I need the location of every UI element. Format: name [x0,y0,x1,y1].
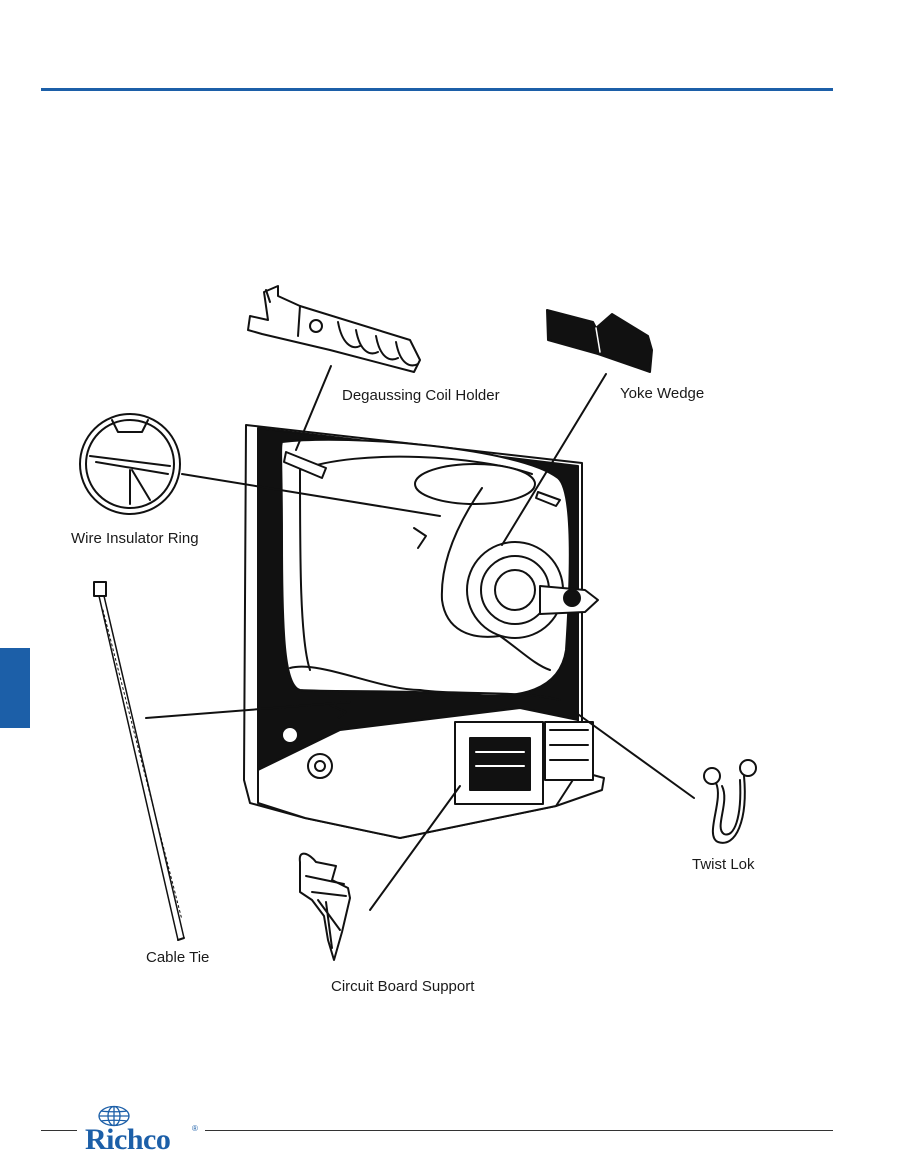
brand-logo: Richco ® [82,1105,204,1155]
globe-icon [98,1105,130,1127]
degaussing-coil-holder [247,285,421,373]
label-cable-tie: Cable Tie [146,949,210,966]
header-rule [41,88,833,91]
circuit-board-support [298,852,351,961]
tv-chassis [243,424,605,839]
footer-rule-right [205,1130,833,1131]
section-tab [0,648,30,728]
label-circuit-board-support: Circuit Board Support [331,978,475,995]
footer-rule-left [41,1130,77,1131]
brand-name: Richco [85,1123,171,1156]
brand-reg-mark: ® [192,1124,198,1133]
wire-insulator-ring [79,413,181,515]
yoke-wedge [546,309,653,373]
twist-lok [703,759,757,844]
label-yoke-wedge: Yoke Wedge [620,385,705,402]
leader-lines [145,365,695,911]
cable-tie [93,581,185,941]
label-twist-lok: Twist Lok [692,856,755,873]
label-degaussing-coil-holder: Degaussing Coil Holder [342,387,500,404]
label-wire-insulator-ring: Wire Insulator Ring [71,530,199,547]
